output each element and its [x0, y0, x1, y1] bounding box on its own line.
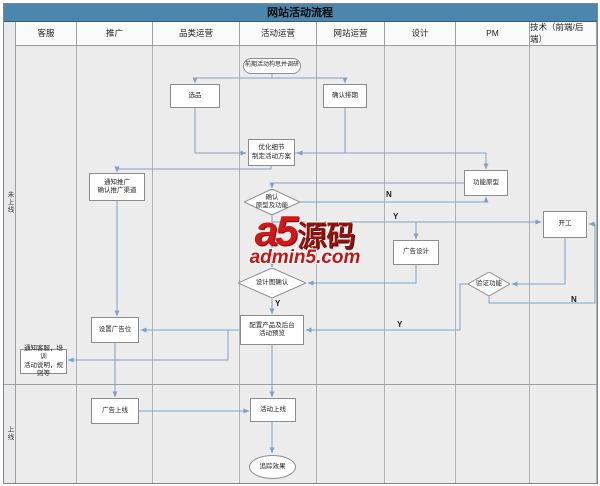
watermark-logo-row: a5 源码	[255, 210, 356, 252]
node-label: 确认 原型及功能	[255, 193, 289, 209]
node-label: 活动上线	[260, 405, 286, 413]
node-label: 前期活动构思并调研	[244, 62, 299, 69]
node-confirm-schedule: 确认排期	[323, 84, 367, 108]
lane-header-promotion: 推广	[77, 21, 153, 45]
lane-header-activity-ops: 活动运营	[240, 21, 317, 45]
phase-label: 上线	[6, 426, 13, 441]
node-start-development: 开工	[543, 211, 587, 238]
edge-label-y: Y	[275, 299, 281, 308]
edge-label-n: N	[386, 190, 392, 199]
lane-header-tech: 技术（前端/后端）	[530, 21, 597, 45]
node-track-results: 追踪效果	[249, 455, 296, 479]
edge-label-y: Y	[397, 320, 403, 329]
diamond-shape	[244, 189, 300, 215]
lane-tech	[530, 45, 597, 483]
edge-label-n: N	[571, 295, 577, 304]
lane-header-design: 设计	[385, 21, 456, 45]
node-label: 功能原型	[473, 178, 499, 186]
swimlane-header-row: 客服 推广 品类运营 活动运营 网站运营 设计 PM 技术（前端/后端）	[16, 21, 597, 46]
phase-divider-line	[3, 384, 597, 385]
watermark-logo-icon: a5	[254, 207, 299, 254]
diagram-title-bar: 网站活动流程	[3, 3, 597, 22]
phase-pre-launch: 未上线	[3, 21, 15, 384]
lane-header-pm: PM	[456, 21, 530, 45]
node-configure-preview: 配置产品及后台 活动预览	[240, 315, 304, 345]
node-label: 设计图确认	[255, 278, 289, 286]
node-product-selection: 选品	[170, 84, 220, 108]
node-activity-online: 活动上线	[250, 398, 296, 422]
node-start: 前期活动构思并调研	[243, 58, 301, 74]
node-notify-promotion: 通知推广 确认推广渠道	[89, 173, 145, 201]
phase-launched: 上线	[3, 384, 15, 483]
node-label: 选品	[188, 91, 202, 99]
lane-category-ops	[153, 45, 240, 483]
lane-header-customer-service: 客服	[16, 21, 77, 45]
lane-pm	[456, 45, 530, 483]
phase-strip	[3, 21, 16, 483]
lane-activity-ops	[240, 45, 317, 483]
lane-header-category-ops: 品类运营	[153, 21, 240, 45]
node-label: 追踪效果	[259, 462, 286, 470]
node-ad-online: 广告上线	[91, 398, 139, 424]
node-set-ad-slots: 设置广告位	[91, 317, 139, 343]
watermark-logo-text: 源码	[297, 221, 356, 253]
node-label: 验证功能	[476, 279, 502, 287]
lane-website-ops	[317, 45, 385, 483]
node-notify-customer-service: 通知客服，培训 活动说明，规则等	[20, 345, 67, 377]
lane-customer-service	[16, 45, 77, 483]
node-ad-design: 广告设计	[393, 240, 439, 265]
node-label: 优化细节 制定活动方案	[252, 144, 291, 160]
phase-label: 未上线	[6, 191, 13, 214]
node-label: 通知客服，培训 活动说明，规则等	[24, 344, 63, 377]
lane-header-website-ops: 网站运营	[317, 21, 385, 45]
node-label: 配置产品及后台 活动预览	[249, 321, 295, 337]
node-label: 广告设计	[403, 248, 429, 256]
node-label: 广告上线	[102, 406, 128, 414]
node-label: 开工	[558, 220, 572, 228]
watermark: a5 源码 admin5.com	[224, 210, 386, 274]
node-make-activity-plan: 优化细节 制定活动方案	[248, 139, 295, 166]
diamond-shape	[238, 268, 306, 298]
node-function-prototype: 功能原型	[464, 170, 508, 196]
node-label: 通知推广 确认推广渠道	[97, 178, 137, 194]
node-label: 确认排期	[332, 91, 358, 99]
decision-confirm-design: 设计图确认	[238, 268, 306, 298]
decision-confirm-prototype: 确认 原型及功能	[244, 189, 300, 215]
lane-design	[385, 45, 456, 483]
decision-verify-function: 验证功能	[468, 272, 510, 296]
node-label: 设置广告位	[98, 325, 132, 333]
lane-promotion	[77, 45, 153, 483]
diagram-title: 网站活动流程	[267, 7, 333, 19]
edge-label-y: Y	[393, 212, 399, 221]
watermark-site-text: admin5.com	[249, 247, 361, 268]
